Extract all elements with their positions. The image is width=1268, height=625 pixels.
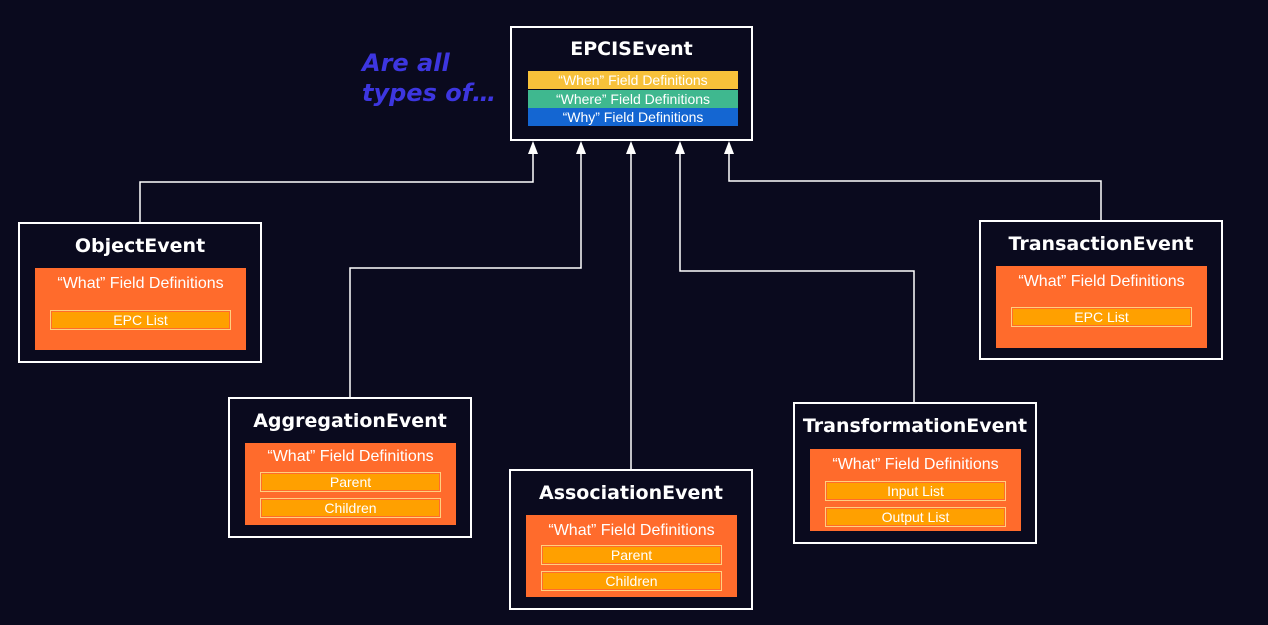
aggregation-event-what-block: “What” Field Definitions Parent Children: [245, 443, 456, 525]
parent-item: Parent: [541, 545, 722, 565]
aggregation-event-title: AggregationEvent: [253, 410, 447, 432]
object-event-box: ObjectEvent “What” Field Definitions EPC…: [18, 222, 262, 363]
epc-list-item: EPC List: [1011, 307, 1192, 327]
input-list-item: Input List: [825, 481, 1006, 501]
connector-transformation-event: [679, 152, 915, 402]
what-field-definitions-label: “What” Field Definitions: [57, 275, 224, 292]
annotation-line-1: Are all: [362, 49, 450, 77]
transaction-event-title: TransactionEvent: [1008, 233, 1194, 255]
epcis-event-title: EPCISEvent: [570, 38, 693, 60]
connector-transaction-event: [728, 152, 1102, 220]
arrowhead-aggregation: [576, 141, 586, 154]
parent-item: Parent: [260, 472, 441, 492]
annotation-line-2: types of…: [362, 79, 497, 107]
why-field-definitions: “Why” Field Definitions: [528, 108, 738, 126]
arrowhead-object: [528, 141, 538, 154]
arrowhead-association: [626, 141, 636, 154]
what-field-definitions-label: “What” Field Definitions: [832, 456, 999, 473]
object-event-what-block: “What” Field Definitions EPC List: [35, 268, 246, 350]
association-event-title: AssociationEvent: [538, 482, 723, 504]
aggregation-event-box: AggregationEvent “What” Field Definition…: [228, 397, 472, 538]
children-item: Children: [260, 498, 441, 518]
transformation-event-box: TransformationEvent “What” Field Definit…: [793, 402, 1037, 544]
transaction-event-box: TransactionEvent “What” Field Definition…: [979, 220, 1223, 360]
annotation-text: Are all types of…: [362, 48, 522, 108]
connector-aggregation-event: [349, 152, 582, 397]
children-item: Children: [541, 571, 722, 591]
epc-list-item: EPC List: [50, 310, 231, 330]
when-field-definitions: “When” Field Definitions: [528, 71, 738, 89]
connector-object-event: [139, 152, 534, 222]
object-event-title: ObjectEvent: [74, 235, 206, 257]
where-field-definitions: “Where” Field Definitions: [528, 90, 738, 108]
transformation-event-what-block: “What” Field Definitions Input List Outp…: [810, 449, 1021, 531]
what-field-definitions-label: “What” Field Definitions: [548, 522, 715, 539]
association-event-what-block: “What” Field Definitions Parent Children: [526, 515, 737, 597]
transformation-event-title: TransformationEvent: [802, 415, 1028, 437]
epcis-event-box: EPCISEvent “When” Field Definitions “Whe…: [510, 26, 753, 141]
transaction-event-what-block: “What” Field Definitions EPC List: [996, 266, 1207, 348]
output-list-item: Output List: [825, 507, 1006, 527]
arrowhead-transaction: [724, 141, 734, 154]
what-field-definitions-label: “What” Field Definitions: [267, 448, 434, 465]
association-event-box: AssociationEvent “What” Field Definition…: [509, 469, 753, 610]
what-field-definitions-label: “What” Field Definitions: [1018, 273, 1185, 290]
arrowhead-transformation: [675, 141, 685, 154]
